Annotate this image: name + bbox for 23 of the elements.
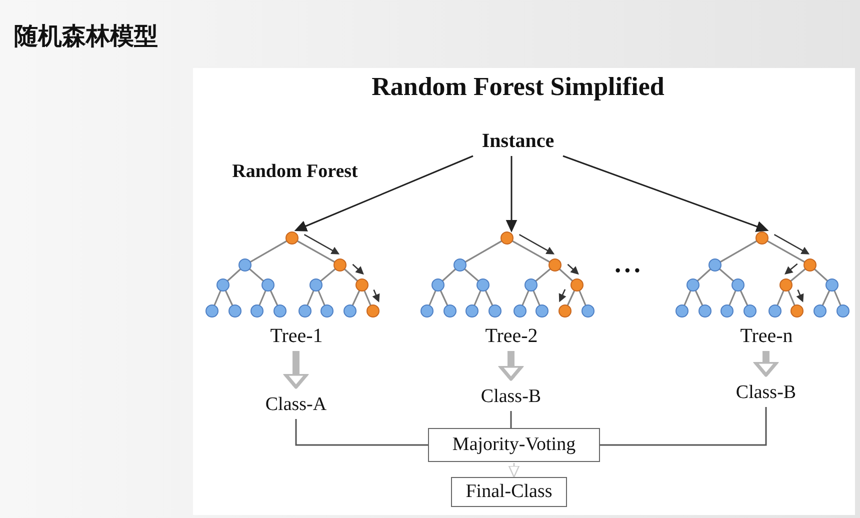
connector-line bbox=[510, 411, 512, 428]
block-arrow bbox=[498, 351, 524, 381]
tree-label: Tree-1 bbox=[269, 325, 324, 348]
connector-line bbox=[600, 407, 767, 446]
page-title: 随机森林模型 bbox=[14, 21, 158, 52]
connector-line bbox=[295, 419, 428, 446]
node-label: Instance bbox=[448, 128, 588, 154]
arrow bbox=[508, 463, 520, 478]
arrow bbox=[506, 156, 518, 232]
arrow bbox=[294, 155, 474, 232]
tree-label: Tree-n bbox=[739, 325, 794, 348]
process-box: Final-Class bbox=[451, 477, 567, 507]
arrow bbox=[562, 155, 768, 232]
block-arrow bbox=[753, 351, 779, 377]
block-arrow bbox=[283, 351, 309, 389]
process-box: Majority-Voting bbox=[428, 428, 600, 462]
node-label: Class-B bbox=[716, 380, 816, 406]
node-label: Class-B bbox=[461, 384, 561, 410]
node-label: Class-A bbox=[246, 392, 346, 418]
ellipsis-label: ··· bbox=[612, 256, 644, 286]
tree-label: Tree-2 bbox=[484, 325, 539, 348]
heading-label: Random Forest Simplified bbox=[370, 72, 666, 102]
section-label: Random Forest bbox=[231, 161, 359, 183]
